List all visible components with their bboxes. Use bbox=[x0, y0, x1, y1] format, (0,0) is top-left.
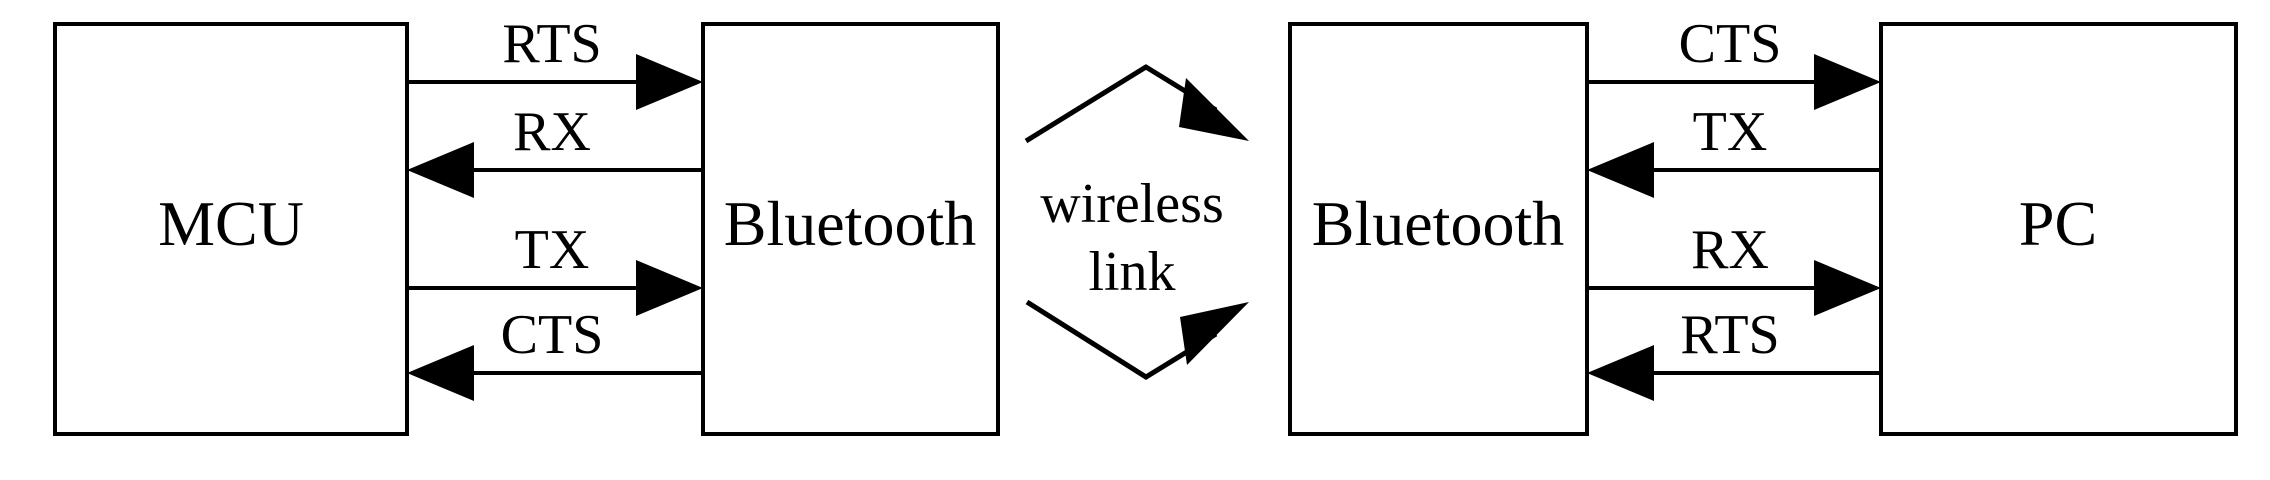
node-bluetooth-left[interactable]: Bluetooth bbox=[701, 22, 1000, 436]
signal-right-tx-label: TX bbox=[1693, 101, 1768, 163]
signal-left-tx[interactable]: TX bbox=[407, 219, 703, 316]
arrow-upright-icon bbox=[1180, 302, 1249, 365]
node-pc-label: PC bbox=[2019, 188, 2097, 259]
signal-right-rx[interactable]: RX bbox=[1587, 219, 1881, 316]
arrow-upright-icon bbox=[1179, 78, 1249, 141]
arrow-right-icon bbox=[636, 54, 703, 110]
signal-right-rx-label: RX bbox=[1691, 219, 1769, 281]
arrow-right-icon bbox=[1814, 260, 1881, 316]
node-pc-box bbox=[1879, 22, 2238, 436]
node-bluetooth-right-label: Bluetooth bbox=[1312, 188, 1564, 259]
wireless-upper-arrow bbox=[1024, 64, 1249, 144]
node-mcu[interactable]: MCU bbox=[53, 22, 409, 436]
arrow-left-icon bbox=[407, 142, 474, 198]
node-bluetooth-left-label: Bluetooth bbox=[724, 188, 976, 259]
signal-right-cts[interactable]: CTS bbox=[1587, 13, 1881, 110]
signal-left-tx-label: TX bbox=[515, 219, 590, 281]
wireless-label-line1: wireless bbox=[1040, 173, 1224, 235]
signal-left-rts[interactable]: RTS bbox=[407, 13, 703, 110]
signal-right-rts-label: RTS bbox=[1680, 304, 1779, 366]
arrow-left-icon bbox=[1587, 142, 1654, 198]
arrow-right-icon bbox=[636, 260, 703, 316]
wireless-label-line2: link bbox=[1088, 241, 1175, 303]
arrow-left-icon bbox=[407, 345, 474, 401]
signal-left-cts[interactable]: CTS bbox=[407, 304, 703, 401]
node-bluetooth-left-box bbox=[701, 22, 1000, 436]
signal-right-cts-label: CTS bbox=[1679, 13, 1782, 75]
signal-left-rts-label: RTS bbox=[502, 13, 601, 75]
wireless-link[interactable]: wireless link bbox=[1024, 64, 1249, 380]
wireless-lower-arrow bbox=[1025, 299, 1249, 380]
node-bluetooth-right[interactable]: Bluetooth bbox=[1288, 22, 1589, 436]
node-pc[interactable]: PC bbox=[1879, 22, 2238, 436]
signal-right-tx[interactable]: TX bbox=[1587, 101, 1881, 198]
node-mcu-label: MCU bbox=[158, 188, 304, 259]
node-mcu-box bbox=[53, 22, 409, 436]
arrow-left-icon bbox=[1587, 345, 1654, 401]
signal-left-rx[interactable]: RX bbox=[407, 101, 703, 198]
signal-left-rx-label: RX bbox=[513, 101, 591, 163]
arrow-right-icon bbox=[1814, 54, 1881, 110]
signal-right-rts[interactable]: RTS bbox=[1587, 304, 1881, 401]
node-bluetooth-right-box bbox=[1288, 22, 1589, 436]
signal-left-cts-label: CTS bbox=[501, 304, 604, 366]
